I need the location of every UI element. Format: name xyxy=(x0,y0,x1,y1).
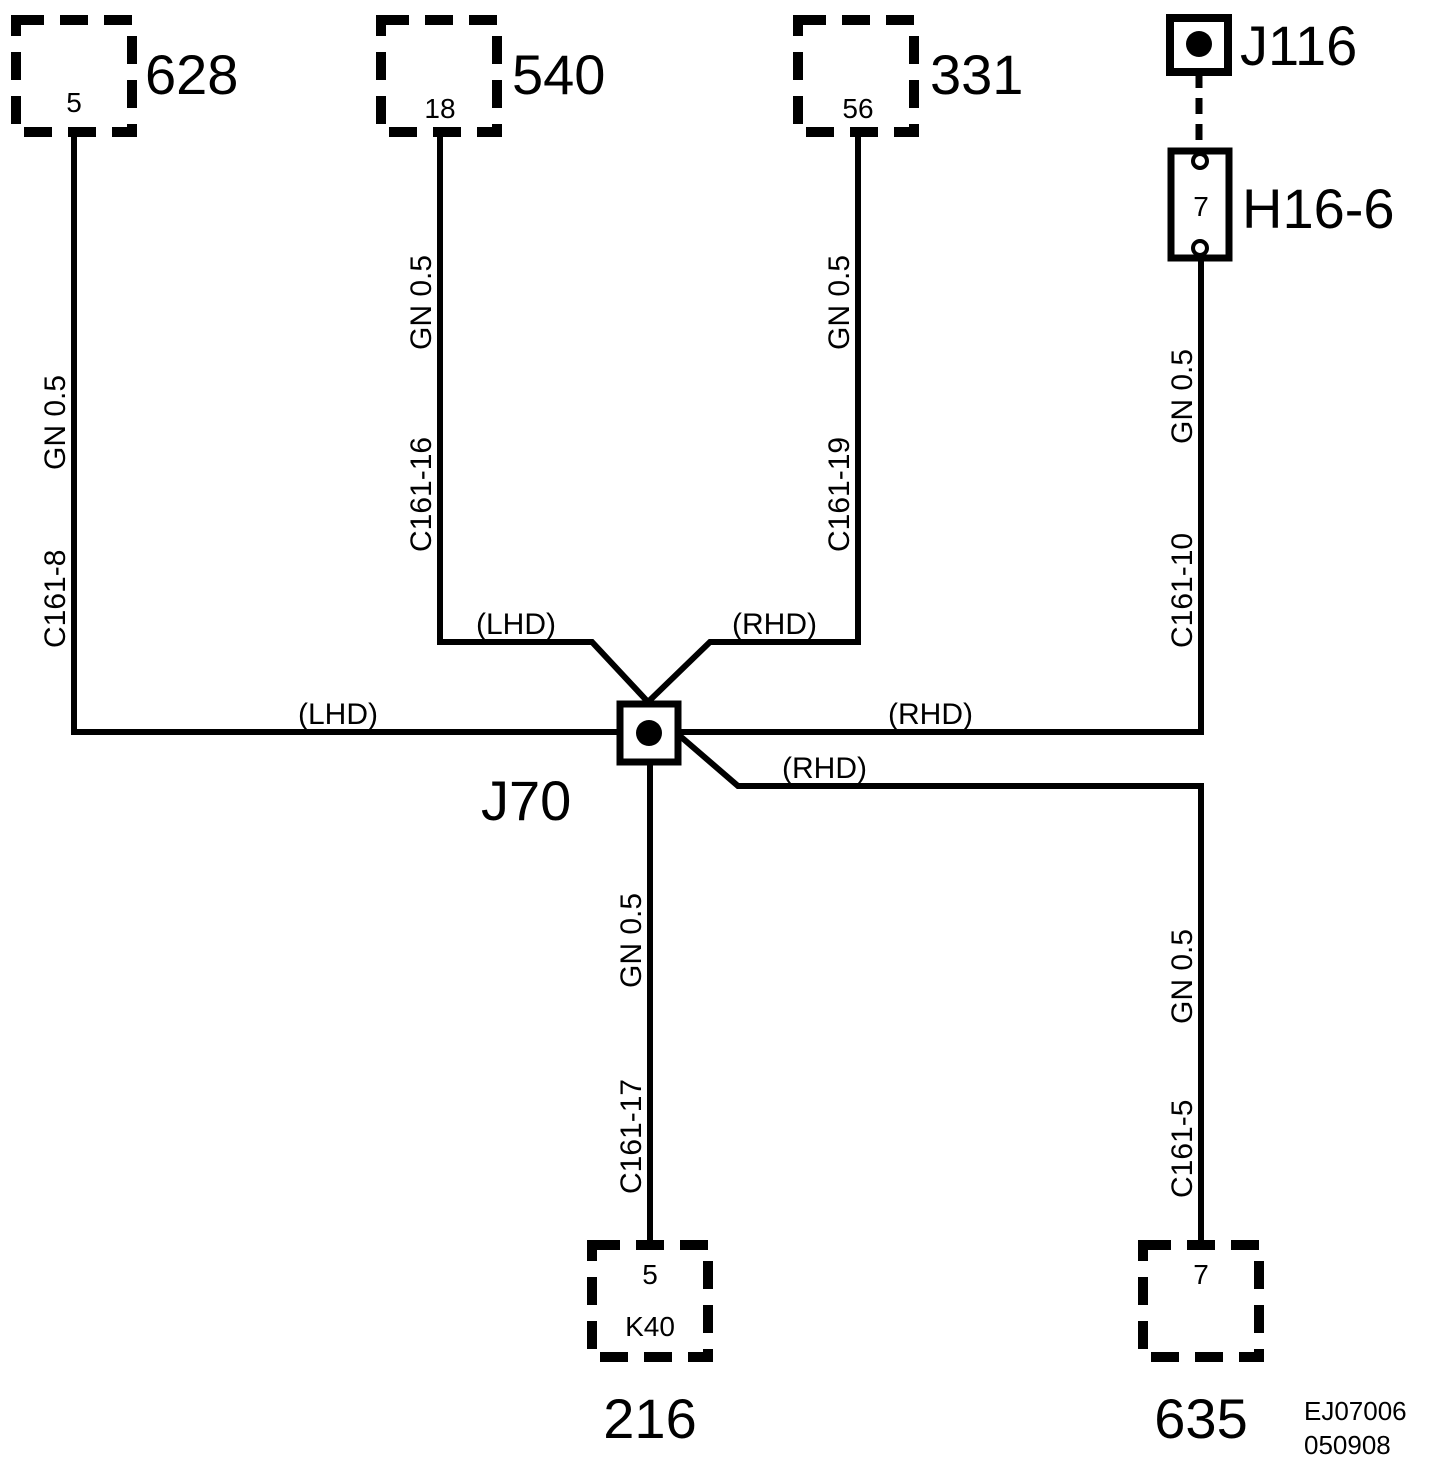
lhd-label-top: (LHD) xyxy=(476,608,556,641)
wire-540[interactable] xyxy=(437,132,651,705)
component-216-id: 216 xyxy=(603,1387,696,1450)
wire-h16-6-spec: GN 0.5 xyxy=(1166,349,1199,444)
splice-j116-label: J116 xyxy=(1240,14,1357,77)
component-216-pin: 5 xyxy=(642,1259,658,1290)
wire-331-circuit: C161-19 xyxy=(823,437,856,552)
drawing-code-line2: 050908 xyxy=(1304,1430,1391,1460)
wire-635-spec: GN 0.5 xyxy=(1166,929,1199,1024)
wire-628-spec: GN 0.5 xyxy=(39,375,72,470)
component-540-pin: 18 xyxy=(424,93,455,124)
component-331[interactable]: 331 56 xyxy=(793,15,1023,137)
rhd-label-top: (RHD) xyxy=(732,608,817,641)
wire-628-circuit: C161-8 xyxy=(39,550,72,648)
wire-540-circuit: C161-16 xyxy=(405,437,438,552)
wire-h16-6-circuit: C161-10 xyxy=(1166,533,1199,648)
rhd-label-lower: (RHD) xyxy=(782,752,867,785)
component-635-id: 635 xyxy=(1154,1387,1247,1450)
wire-635[interactable] xyxy=(678,733,1204,1245)
component-628-id: 628 xyxy=(145,43,238,106)
wire-635-circuit: C161-5 xyxy=(1166,1100,1199,1198)
component-635-pin: 7 xyxy=(1193,1259,1209,1290)
wires xyxy=(71,132,1204,1245)
connector-h16-6-pin: 7 xyxy=(1193,191,1209,222)
wire-628[interactable] xyxy=(71,132,648,735)
rhd-label-main: (RHD) xyxy=(888,698,973,731)
component-331-id: 331 xyxy=(930,43,1023,106)
component-628-pin: 5 xyxy=(66,87,82,118)
component-216-connector: K40 xyxy=(625,1311,675,1342)
component-216[interactable]: 5 K40 216 xyxy=(587,1240,713,1450)
component-540-id: 540 xyxy=(512,43,605,106)
component-628[interactable]: 628 5 xyxy=(11,15,238,137)
wire-h16-6[interactable] xyxy=(680,258,1204,735)
splice-j70-label: J70 xyxy=(481,769,571,832)
wire-216-circuit: C161-17 xyxy=(615,1079,648,1194)
component-331-pin: 56 xyxy=(842,93,873,124)
wire-540-spec: GN 0.5 xyxy=(405,255,438,350)
connector-h16-6[interactable]: 7 H16-6 xyxy=(1167,147,1395,262)
wire-216-spec: GN 0.5 xyxy=(615,893,648,988)
drawing-code-line1: EJ07006 xyxy=(1304,1396,1407,1426)
component-540[interactable]: 540 18 xyxy=(376,15,605,137)
splice-j116[interactable]: J116 xyxy=(1166,14,1357,77)
splice-j70[interactable]: J70 xyxy=(481,700,682,832)
component-635[interactable]: 7 635 xyxy=(1138,1240,1264,1450)
wire-331[interactable] xyxy=(645,132,861,705)
wire-331-spec: GN 0.5 xyxy=(823,255,856,350)
connector-h16-6-label: H16-6 xyxy=(1242,177,1395,240)
lhd-label-main: (LHD) xyxy=(298,698,378,731)
